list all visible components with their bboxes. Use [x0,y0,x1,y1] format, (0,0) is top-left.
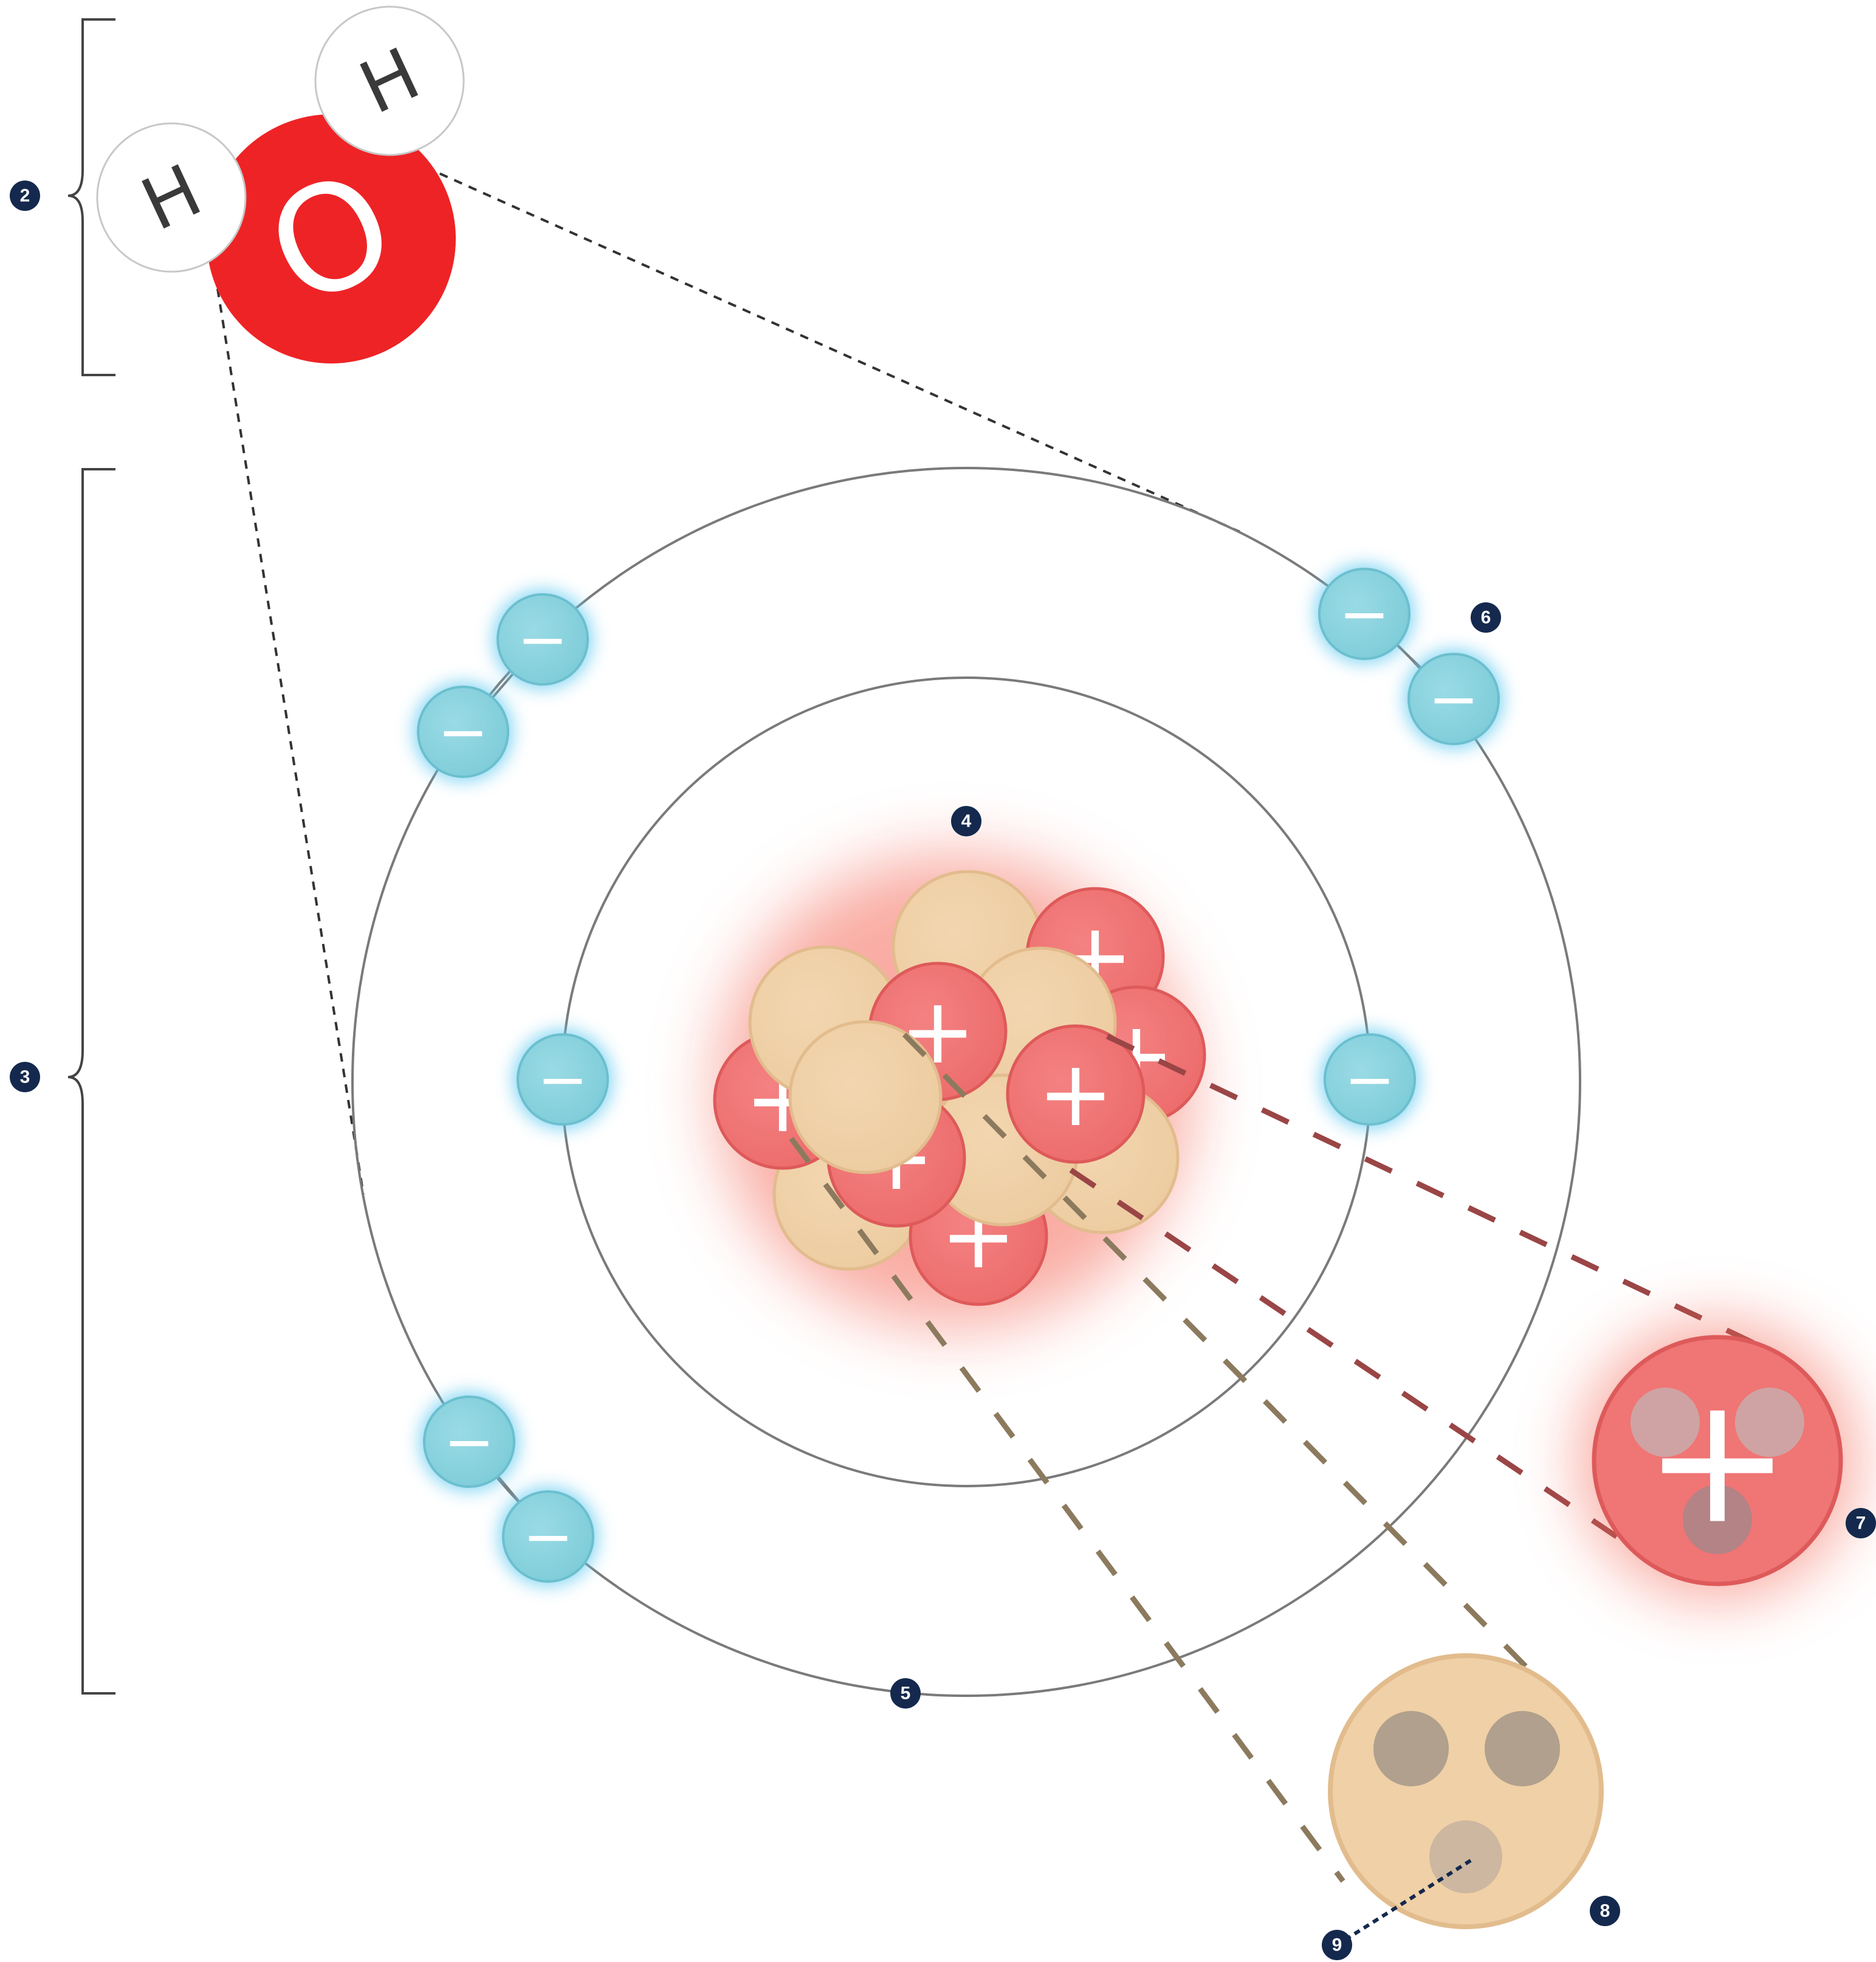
down-quark [1683,1485,1752,1554]
neutron-detail [1328,1653,1604,1929]
zoom-leader-right [425,166,1240,533]
svg-text:3: 3 [20,1067,30,1087]
electron: − [413,682,513,782]
callout-proton: 7 [1846,1508,1876,1538]
proton-detail: + [1578,1321,1857,1600]
neutron [788,1020,943,1174]
quark-leader [1336,1859,1472,1947]
svg-text:7: 7 [1856,1513,1866,1533]
electron-symbol: − [537,1044,588,1115]
proton-leader-top [1106,1033,1784,1360]
proton-symbol: + [1037,1041,1114,1147]
neutron-leader-top [902,1032,1563,1704]
electron: − [493,590,593,689]
electron: − [1314,564,1414,664]
up-quark [1630,1388,1700,1457]
callout-nucleus: 4 [951,806,981,836]
atom-bracket [67,468,115,1695]
electron: − [1320,1030,1420,1129]
callout-electron: 6 [1471,602,1501,633]
electron-symbol: − [517,604,568,675]
proton-leader-bottom [1069,1168,1661,1568]
molecule-bracket [67,18,115,376]
electron-symbol: − [1339,579,1390,650]
svg-text:2: 2 [20,186,30,206]
callout-outer-shell: 5 [890,1678,921,1709]
hydrogen-atom-right [314,5,465,156]
electron: − [419,1392,519,1492]
svg-text:5: 5 [901,1684,911,1704]
proton: + [1006,1024,1146,1164]
svg-text:4: 4 [961,811,972,831]
nucleus: + + + + + [713,870,1206,1306]
electron: − [498,1487,598,1586]
outer-shell [351,467,1581,1697]
electron: − [513,1030,613,1129]
down-quark [1373,1711,1449,1786]
up-quark [1735,1388,1804,1457]
neutron-leader-bottom [789,1137,1345,1883]
electron: − [1404,649,1503,749]
proton-detail-symbol: + [1644,1358,1792,1563]
callout-atom: 3 [10,1062,40,1092]
svg-text:8: 8 [1600,1901,1610,1921]
electron-symbol: − [1344,1044,1395,1115]
hydrogen-atom-left [96,122,247,273]
electron-symbol: − [523,1501,574,1572]
electron-symbol: − [444,1406,495,1478]
svg-text:9: 9 [1332,1935,1342,1955]
down-quark [1485,1711,1560,1786]
oxygen-atom [207,114,456,363]
svg-text:6: 6 [1481,608,1491,628]
callout-neutron: 8 [1590,1896,1620,1926]
callout-quark: 9 [1322,1930,1352,1960]
electron-symbol: − [438,697,489,768]
zoom-leader-left [216,288,365,1195]
electron-symbol: − [1428,664,1479,735]
up-quark [1429,1820,1502,1893]
callout-molecule: 2 [10,181,40,211]
